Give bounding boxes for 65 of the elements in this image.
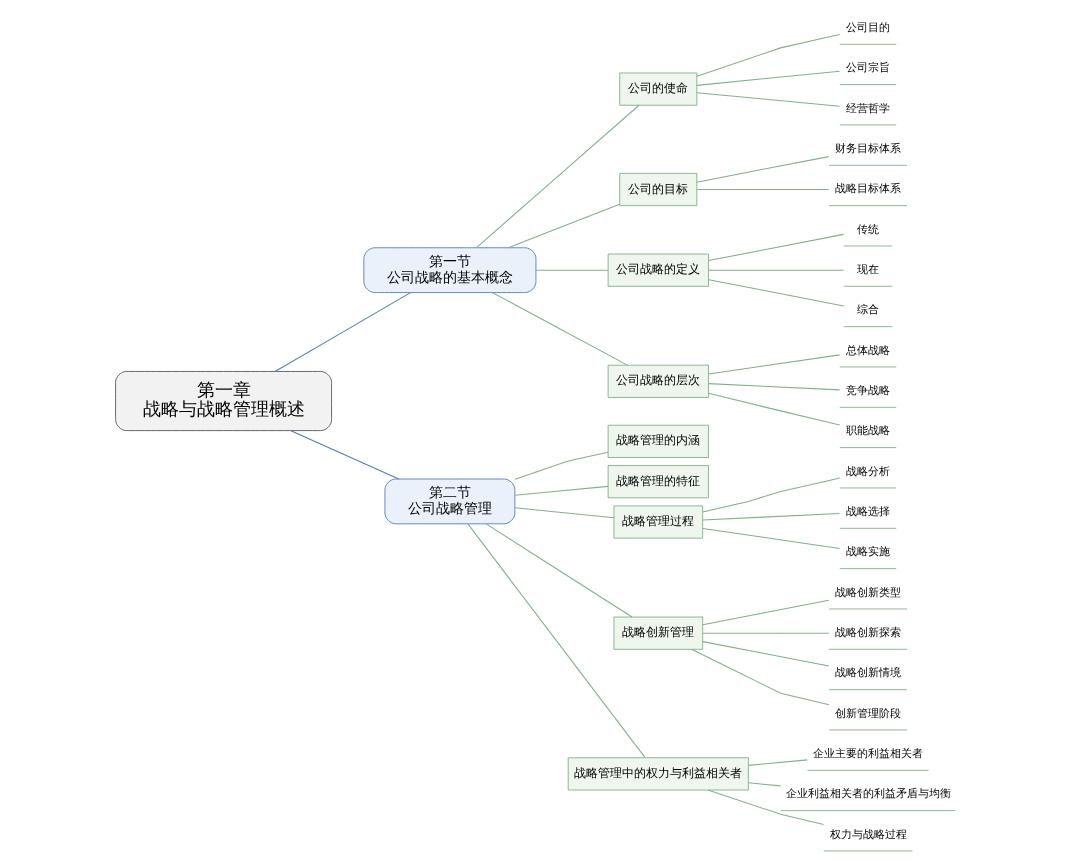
connector	[514, 507, 614, 519]
connector	[701, 599, 829, 626]
connector	[695, 92, 840, 107]
node-text: 竞争战略	[845, 383, 890, 397]
connector	[701, 512, 840, 521]
connector	[475, 104, 639, 249]
connector	[491, 292, 628, 366]
connector	[707, 269, 844, 271]
connector	[514, 485, 608, 496]
node-text: 战略选择	[845, 504, 890, 518]
connector	[706, 789, 824, 825]
connector	[274, 292, 411, 372]
node-box: 公司战略的层次	[607, 364, 709, 398]
connector	[747, 759, 808, 766]
node-text: 公司目的	[845, 20, 890, 34]
node-text: 创新管理阶段	[834, 706, 901, 720]
connector	[535, 269, 608, 271]
node-text: 总体战略	[845, 343, 890, 357]
node-text: 公司宗旨	[845, 61, 890, 75]
connector	[701, 477, 840, 513]
node-box: 第二节 公司战略管理	[383, 478, 515, 525]
node-text: 战略创新探索	[834, 625, 901, 639]
connector	[695, 33, 840, 77]
node-box: 战略管理的特征	[607, 465, 709, 499]
connector	[289, 430, 399, 480]
connector	[691, 648, 829, 706]
connector	[701, 632, 829, 634]
connector	[707, 354, 840, 375]
node-text: 企业主要的利益相关者	[812, 746, 923, 760]
node-text: 企业利益相关者的利益矛盾与均衡	[785, 787, 951, 801]
node-box: 公司战略的定义	[607, 253, 709, 287]
node-text: 现在	[856, 262, 879, 276]
connector	[513, 451, 608, 480]
connector	[466, 523, 645, 758]
connector	[701, 527, 840, 549]
node-text: 财务目标体系	[834, 141, 901, 155]
node-text: 战略目标体系	[834, 182, 901, 196]
node-text: 综合	[856, 303, 879, 317]
node-box: 公司的使命	[618, 72, 697, 106]
node-box: 公司的目标	[618, 172, 697, 207]
node-text: 权力与战略过程	[829, 827, 907, 841]
node-box: 战略管理的内涵	[607, 424, 709, 458]
node-box: 第一章 战略与战略管理概述	[114, 371, 332, 432]
node-box: 战略管理过程	[612, 505, 703, 539]
connector	[507, 203, 620, 249]
node-box: 战略创新管理	[612, 616, 703, 650]
node-text: 战略创新类型	[834, 585, 901, 599]
node-text: 战略实施	[845, 545, 890, 559]
node-text: 职能战略	[845, 424, 890, 438]
connector	[707, 392, 840, 426]
node-box: 战略管理中的权力与利益相关者	[567, 757, 749, 791]
connector	[695, 70, 840, 86]
connector	[701, 641, 829, 667]
connector	[485, 523, 633, 618]
connector	[707, 233, 844, 262]
connector	[695, 156, 829, 183]
connector	[695, 188, 829, 191]
connector	[747, 782, 781, 787]
connector	[707, 383, 840, 391]
connector	[707, 279, 844, 307]
node-text: 战略创新情境	[834, 666, 901, 680]
node-text: 战略分析	[845, 464, 890, 478]
node-text: 传统	[856, 222, 879, 236]
node-text: 经营哲学	[845, 101, 890, 115]
node-box: 第一节 公司战略的基本概念	[362, 247, 536, 293]
